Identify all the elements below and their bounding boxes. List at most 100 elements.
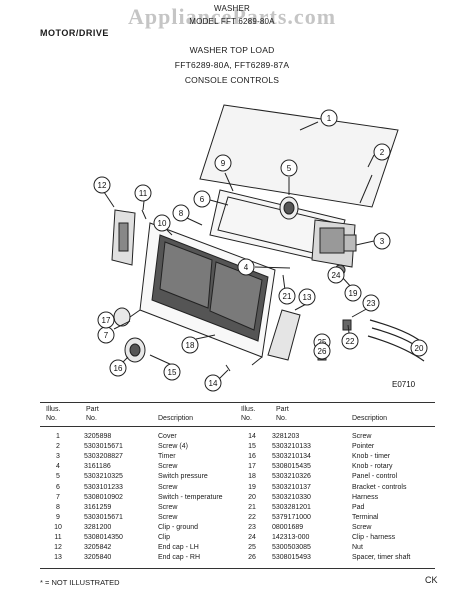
header-section-label: MOTOR/DRIVE [40,28,109,38]
th-partno-right: No. [276,415,287,422]
parts-row-illus: 19 [248,483,256,491]
callout-circle [344,284,362,302]
subtitle-line-2: FFT6289-80A, FFT6289-87A [174,60,290,70]
callout-circle [373,232,391,250]
parts-row-part: 3281200 [84,523,112,531]
parts-row-desc: Screw [352,433,372,440]
parts-row-desc: Harness [352,493,379,501]
callout-circle [313,342,331,360]
callout-number: 6 [200,195,205,204]
parts-row-desc: Bracket - controls [352,483,407,491]
callout-number: 11 [139,189,148,198]
parts-row-illus: 6 [56,483,60,491]
callout-circle [320,109,338,127]
parts-row-part: 5308015435 [272,463,311,471]
callout-circle [362,294,380,312]
th-desc-left: Description [158,415,194,422]
parts-row-desc: Clip [158,534,171,541]
callout-number: 4 [244,263,249,272]
callout-number: 22 [346,337,355,346]
parts-row-desc: Screw [352,523,372,531]
header-model: MODEL FFT 6289-80A [189,17,275,26]
parts-row-desc: Screw [158,503,178,511]
callout-number: 12 [98,181,107,190]
parts-row-part: 5303281201 [272,503,311,511]
parts-row-part: 5300503085 [272,544,311,552]
callout-number: 2 [380,148,385,157]
parts-row-part: 3281203 [272,433,300,440]
corner-mark: CK [425,575,438,585]
table-bottom-rule [40,568,435,569]
parts-row-desc: Clip - harness [352,534,396,541]
callout-number: 19 [349,289,358,298]
parts-row-illus: 7 [56,493,60,501]
parts-row-illus: 3 [56,453,60,461]
parts-row-desc: Panel - control [352,473,398,481]
callout-circle [163,363,181,381]
parts-row-illus: 2 [56,443,60,451]
parts-row-illus: 23 [248,523,256,531]
parts-row-desc: Screw [158,513,178,521]
parts-row-illus: 12 [54,544,62,552]
parts-row-part: 5308010902 [84,493,123,501]
table-header-rule [40,426,435,427]
callout-number: 25 [318,338,327,347]
parts-row-illus: 1 [56,433,60,440]
callout-circle [278,287,296,305]
end-cap-rh-part [267,309,301,361]
diagram-code: E0710 [392,380,416,389]
callout-number: 10 [158,219,167,228]
parts-row-desc: Pad [352,503,365,511]
subtitle-line-3: CONSOLE CONTROLS [184,75,280,85]
callout-circle [280,159,298,177]
parts-row-desc: Nut [352,544,363,552]
parts-row-illus: 21 [248,503,256,511]
parts-row-part: 5308014350 [84,534,123,541]
parts-row-part: 5303015671 [84,443,123,451]
callout-number: 16 [114,364,123,373]
callout-circle [109,359,127,377]
callout-circle [373,143,391,161]
terminal-part [342,319,352,331]
parts-row-desc: Spacer, timer shaft [352,554,411,562]
parts-row-part: 5303210133 [272,443,311,451]
th-no-left: No. [46,415,57,422]
parts-row-illus: 24 [248,534,256,541]
parts-row-part: 3205840 [84,554,112,562]
cover-part [199,104,399,208]
parts-row-illus: 15 [248,443,256,451]
parts-row-part: 5303210330 [272,493,311,501]
parts-row-desc: End cap - RH [158,554,201,562]
parts-row-part: 3205842 [84,544,112,552]
th-part-right: Part [276,406,289,413]
parts-row-desc: Cover [158,433,177,440]
parts-row-part: 08001689 [272,523,304,531]
parts-row-desc: Timer [158,453,176,461]
header-title: WASHER [213,4,251,13]
callout-circle [181,336,199,354]
callout-number: 7 [104,331,109,340]
parts-row-desc: Screw (4) [158,443,188,451]
parts-row-desc: End cap - LH [158,544,199,552]
parts-row-desc: Screw [158,463,178,471]
parts-row-part: 5303208827 [84,453,123,461]
parts-row-desc: Switch pressure [158,473,208,481]
parts-row-part: 3161186 [84,463,111,471]
parts-row-desc: Terminal [352,513,379,521]
parts-row-desc: Knob - timer [352,453,391,461]
callout-number: 24 [332,271,341,280]
th-illus-left: Illus. [46,406,61,413]
parts-row-illus: 14 [248,433,256,440]
callout-circle [410,339,428,357]
parts-row-desc: Switch - temperature [158,493,223,501]
callout-number: 21 [283,292,292,301]
footnote: * = NOT ILLUSTRATED [40,578,120,587]
callout-circle [193,190,211,208]
callout-circle [327,266,345,284]
callout-number: 18 [186,341,195,350]
callout-circle [214,154,232,172]
th-no-right: No. [241,415,252,422]
parts-row-illus: 25 [248,544,256,552]
callout-circle [237,258,255,276]
parts-row-part: 5303210325 [84,473,123,481]
